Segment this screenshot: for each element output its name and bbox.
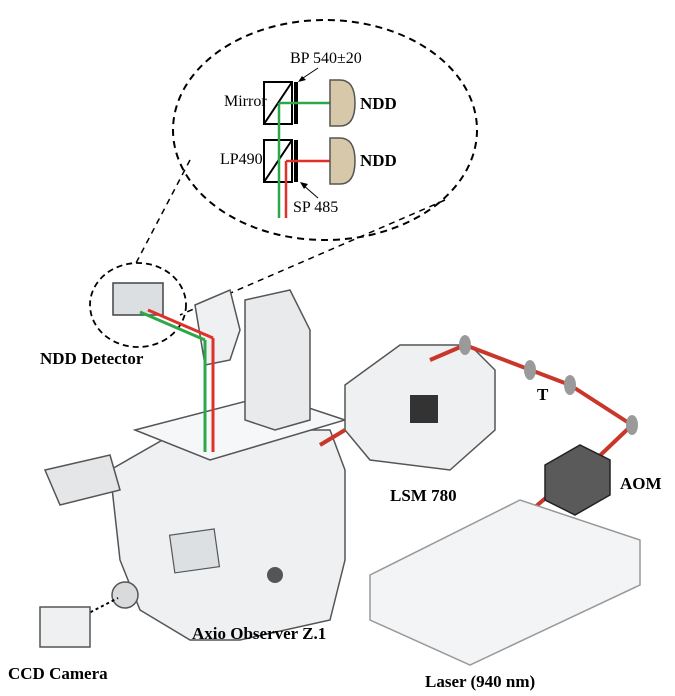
microscope-arm [244,289,311,431]
mirror-node-4 [626,415,638,435]
zoom-connector-right [179,199,446,316]
zoom-connector-left [134,159,191,266]
sp-arrow-head [300,182,308,189]
ndd-bottom-label: NDD [360,151,397,170]
ndd-top-label: NDD [360,94,397,113]
focus-knob [111,581,139,609]
eyepieces [43,454,121,506]
mirror-label: Mirror [224,93,267,110]
beam-t-to-aom-mirror [568,383,634,427]
microscope-display [168,528,221,574]
mirror-node-2 [524,360,536,380]
red-beam-down [147,308,214,340]
microscope-head [194,288,241,366]
zoom-callout-circle [172,19,478,241]
beam-lsm-to-first-mirror [429,343,466,362]
green-beam-down [139,310,206,342]
bp-arrow-head [298,76,306,82]
detector-callout-circle [89,262,187,348]
ccd-camera-box [39,606,91,648]
microscope-base [109,429,346,641]
t-label: T [537,385,549,404]
bp-filter-label: BP 540±20 [290,50,362,67]
beam-lsm-to-scope [318,428,347,447]
sp-arrow [302,184,319,199]
mirror-node-1 [459,335,471,355]
sp-filter-label: SP 485 [293,199,339,216]
ccd-camera-label: CCD Camera [8,664,108,683]
beam-first-to-t [464,343,571,387]
ndd-detector-bottom [329,137,356,185]
laser-unit [369,499,641,666]
aom-unit [544,444,611,516]
zoomed-optics [263,67,356,218]
mirror-node-3 [564,375,576,395]
axio-observer-label: Axio Observer Z.1 [192,624,327,643]
ndd-detector-label: NDD Detector [40,349,144,368]
lp490-label: LP490 [220,151,263,168]
aom-label: AOM [620,474,662,493]
microscope [43,282,348,641]
laser-label: Laser (940 nm) [425,672,536,691]
lsm-780-label: LSM 780 [390,486,457,505]
ndd-detector-block [112,282,164,316]
lsm-vents [410,395,438,423]
ndd-detector-top [329,79,356,127]
objective-knob [267,567,283,583]
